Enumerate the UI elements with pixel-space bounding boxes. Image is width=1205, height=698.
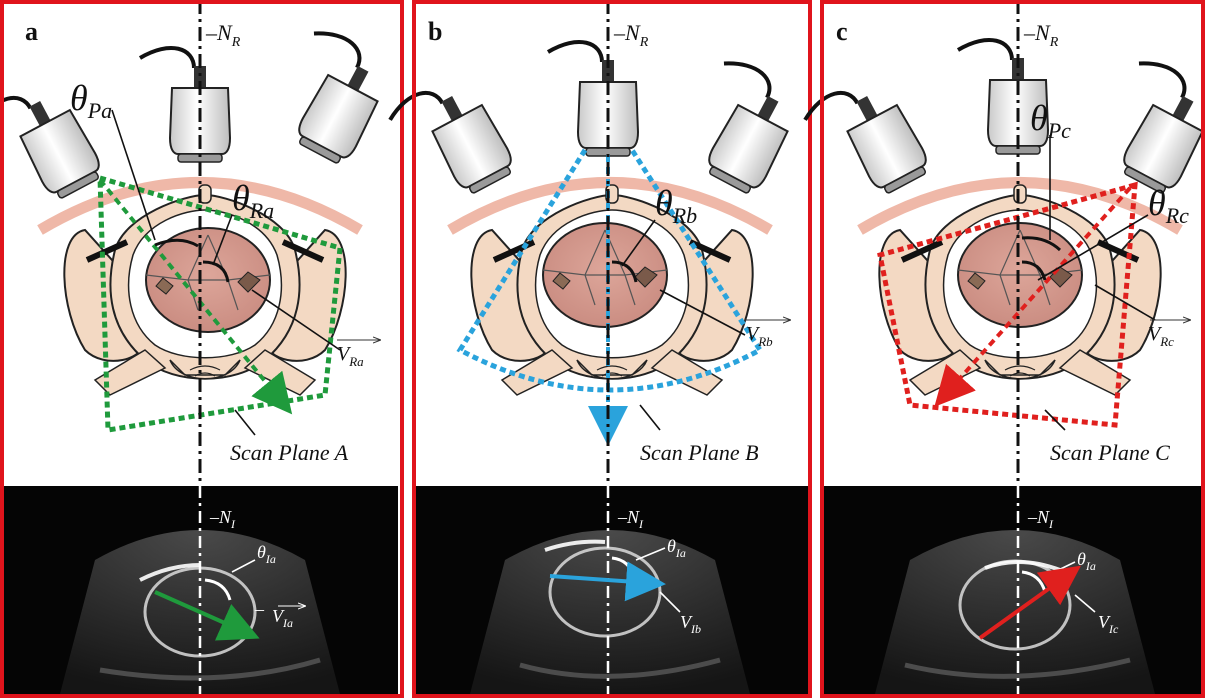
theta-i-label-a: θ [257,542,266,562]
theta-r-sub-a: Ra [249,198,274,223]
theta-i-label-c: θ [1077,549,1086,569]
theta-p-sub-c: Pc [1047,118,1071,143]
scan-plane-label-c: Scan Plane C [1050,440,1170,465]
ni-label-c: N [1036,507,1050,527]
theta-i-sub-a: Ia [265,552,276,566]
fetal-head-a [146,228,270,332]
theta-i-sub-c: Ia [1085,559,1096,573]
theta-r-sub-c: Rc [1165,203,1189,228]
panel-b: b –NR θRb VRb Scan Plane B –NI θIa VIb [385,0,810,696]
v-i-sub-a: Ia [282,616,293,630]
theta-r-label-b: θ [655,183,673,223]
nr-sub-c: R [1049,35,1059,50]
v-r-sub-a: Ra [348,354,364,369]
v-r-sub-c: Rc [1159,334,1174,349]
svg-text:–: – [254,599,265,619]
panel-letter-c: c [836,17,848,46]
nr-label-c: N [1034,20,1051,45]
nr-sub-a: R [231,35,241,50]
nr-sub-b: R [639,35,649,50]
scan-plane-label-a: Scan Plane A [230,440,349,465]
v-r-sub-b: Rb [757,334,773,349]
panel-c: c –NR θPc θRc VRc Scan Plane C –NI θIa V… [800,0,1205,696]
theta-i-sub-b: Ia [675,546,686,560]
ni-label-a: N [218,507,232,527]
scan-plane-label-b: Scan Plane B [640,440,759,465]
v-i-sub-c: Ic [1108,622,1119,636]
theta-p-sub-a: Pa [87,98,112,123]
v-i-sub-b: Ib [690,622,701,636]
fetal-head-b [543,223,667,327]
theta-r-label-a: θ [232,178,250,218]
nr-label-a: N [216,20,233,45]
theta-r-sub-b: Rb [672,203,697,228]
theta-p-label-c: θ [1030,98,1048,138]
theta-i-label-b: θ [667,536,676,556]
theta-p-label-a: θ [70,78,88,118]
ni-label-b: N [626,507,640,527]
panel-letter-a: a [25,17,38,46]
fetal-head-c [958,223,1082,327]
nr-label-b: N [624,20,641,45]
theta-r-label-c: θ [1148,183,1166,223]
panel-letter-b: b [428,17,442,46]
panel-a: a –NR θPa θRa VRa Scan Plane A –NI θIa –… [0,0,402,696]
